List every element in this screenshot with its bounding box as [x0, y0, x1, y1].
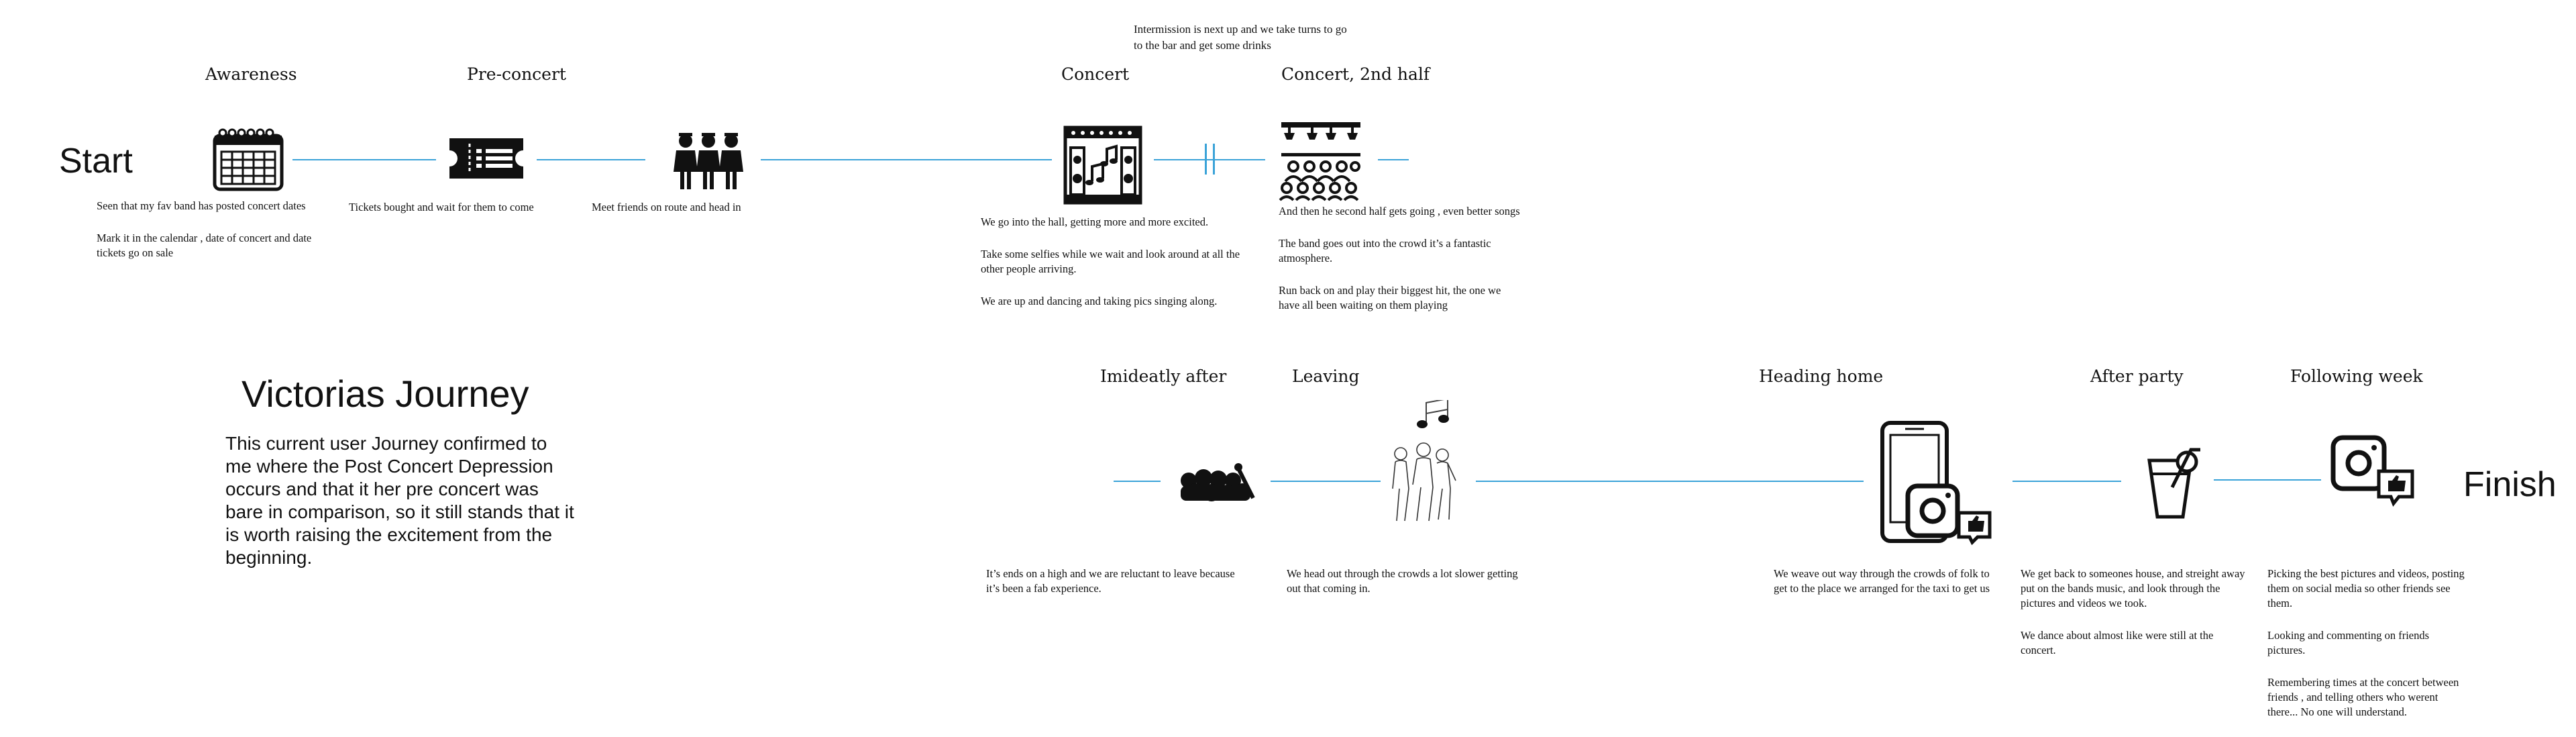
- intermission-note: Intermission is next up and we take turn…: [1134, 21, 1347, 54]
- journey-line: [2012, 481, 2121, 482]
- desc-paragraph: We are up and dancing and taking pics si…: [981, 295, 1218, 307]
- stage-title-concert: Concert: [1061, 64, 1130, 84]
- journey-line: [1378, 159, 1409, 160]
- desc-paragraph: We dance about almost like were still at…: [2021, 629, 2214, 656]
- journey-line: [1154, 159, 1265, 160]
- stage-desc-concert-2nd-half: And then he second half gets going , eve…: [1279, 204, 1520, 330]
- cheering-crowd-icon: [1181, 463, 1255, 501]
- desc-paragraph: We head out through the crowds a lot slo…: [1287, 567, 1518, 595]
- stage-icon: [1063, 126, 1142, 205]
- stage-desc-awareness: Seen that my fav band has posted concert…: [97, 199, 338, 278]
- stage-desc-pre-concert: Tickets bought and wait for them to come: [349, 200, 577, 232]
- desc-paragraph: Picking the best pictures and videos, po…: [2267, 567, 2465, 609]
- journey-line: [761, 159, 1052, 160]
- desc-paragraph: Seen that my fav band has posted concert…: [97, 199, 306, 212]
- journey-title: Victorias Journey: [241, 373, 529, 415]
- intermission-note-line1: Intermission is next up and we take turn…: [1134, 23, 1347, 36]
- calendar-icon: [213, 128, 284, 191]
- journey-line: [2214, 479, 2321, 481]
- stage-desc-imideatly-after: It’s ends on a high and we are reluctant…: [986, 567, 1248, 613]
- desc-paragraph: We weave out way through the crowds of f…: [1774, 567, 1990, 595]
- desc-paragraph: We go into the hall, getting more and mo…: [981, 215, 1209, 228]
- journey-line: [292, 159, 436, 160]
- stage-desc-leaving: We head out through the crowds a lot slo…: [1287, 567, 1528, 613]
- desc-paragraph: Run back on and play their biggest hit, …: [1279, 284, 1501, 311]
- desc-paragraph: And then he second half gets going , eve…: [1279, 205, 1520, 217]
- ticket-icon: [449, 138, 523, 179]
- stage-desc-heading-home: We weave out way through the crowds of f…: [1774, 567, 1995, 613]
- desc-paragraph: We get back to someones house, and strei…: [2021, 567, 2245, 609]
- crowd-stage-icon: [1279, 122, 1360, 201]
- walking-people-icon: [1392, 400, 1456, 522]
- stage-title-after-party: After party: [2090, 366, 2184, 386]
- stage-title-awareness: Awareness: [205, 64, 297, 84]
- stage-title-concert-2nd-half: Concert, 2nd half: [1281, 64, 1430, 84]
- desc-paragraph: Meet friends on route and head in: [592, 201, 741, 213]
- desc-paragraph: Tickets bought and wait for them to come: [349, 201, 534, 213]
- desc-paragraph: Looking and commenting on friends pictur…: [2267, 629, 2430, 656]
- journey-body: This current user Journey confirmed to m…: [225, 433, 574, 568]
- stage-title-leaving: Leaving: [1292, 366, 1360, 386]
- desc-paragraph: Remembering times at the concert between…: [2267, 676, 2459, 718]
- journey-line: [537, 159, 645, 160]
- phone-instagram-icon: [1880, 421, 1992, 545]
- stage-desc-concert: We go into the hall, getting more and mo…: [981, 215, 1244, 326]
- stage-desc-following-week: Picking the best pictures and videos, po…: [2267, 567, 2469, 737]
- stage-title-pre-concert: Pre-concert: [467, 64, 566, 84]
- stage-title-imideatly-after: Imideatly after: [1100, 366, 1227, 386]
- break-mark: [1205, 144, 1207, 175]
- stage-title-following-week: Following week: [2290, 366, 2423, 386]
- desc-paragraph: Take some selfies while we wait and look…: [981, 248, 1240, 275]
- journey-line: [1271, 481, 1381, 482]
- start-label: Start: [59, 142, 133, 181]
- intermission-note-line2: to the bar and get some drinks: [1134, 39, 1271, 52]
- stage-desc-meet-friends: Meet friends on route and head in: [592, 200, 820, 232]
- friends-icon: [674, 133, 743, 189]
- journey-line: [1476, 481, 1864, 482]
- stage-title-heading-home: Heading home: [1759, 366, 1884, 386]
- stage-desc-after-party: We get back to someones house, and strei…: [2021, 567, 2249, 675]
- journey-line: [1114, 481, 1161, 482]
- desc-paragraph: The band goes out into the crowd it’s a …: [1279, 237, 1491, 264]
- desc-paragraph: It’s ends on a high and we are reluctant…: [986, 567, 1235, 595]
- instagram-like-icon: [2330, 435, 2414, 507]
- break-mark: [1213, 144, 1215, 175]
- desc-paragraph: Mark it in the calendar , date of concer…: [97, 232, 312, 259]
- finish-label: Finish: [2463, 465, 2557, 504]
- drink-icon: [2147, 448, 2200, 519]
